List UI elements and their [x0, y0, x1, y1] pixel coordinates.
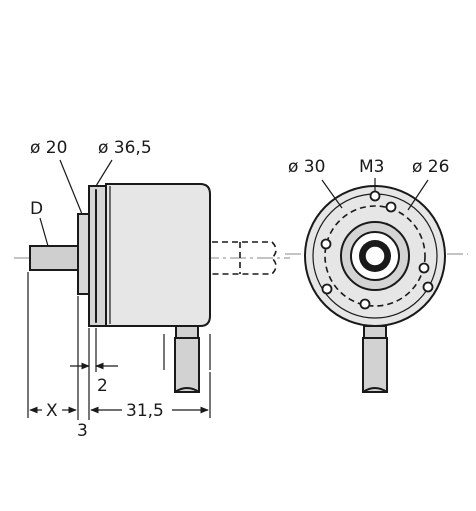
label-dia-30: ø 30	[288, 157, 325, 177]
leader-dia-30	[321, 179, 343, 209]
m3-hole	[321, 283, 333, 295]
shaft	[29, 245, 79, 271]
label-m3: M3	[359, 157, 384, 177]
label-dim-3: 3	[77, 421, 88, 441]
side-view: ø 20 ø 36,5 D 2 X 3 31,5	[14, 138, 290, 441]
leader-dia-36-5	[95, 159, 113, 187]
label-dim-x: X	[46, 401, 58, 421]
front-shaft-end	[364, 245, 386, 267]
encoder-housing	[105, 183, 211, 327]
mounting-flange	[88, 185, 107, 327]
label-dia-20: ø 20	[30, 138, 67, 158]
leader-d	[39, 217, 49, 247]
cable	[174, 337, 200, 393]
shaft-collar	[77, 213, 90, 295]
leader-dia-20	[59, 159, 83, 215]
optional-rear-connector	[212, 241, 277, 275]
label-dim-2: 2	[97, 376, 108, 396]
m3-hole	[320, 238, 332, 250]
m3-hole	[369, 190, 381, 202]
m3-hole	[422, 281, 434, 293]
label-dim-31-5: 31,5	[126, 401, 164, 421]
front-cable	[362, 337, 388, 393]
m3-hole	[359, 298, 371, 310]
label-dia-36-5: ø 36,5	[98, 138, 152, 158]
label-dia-26: ø 26	[412, 157, 449, 177]
front-view: ø 30 M3 ø 26	[285, 157, 468, 393]
bolt-circle-30	[324, 205, 426, 307]
m3-hole	[385, 201, 397, 213]
cable-gland	[175, 325, 199, 339]
front-cable-break	[362, 387, 388, 393]
m3-hole	[418, 262, 430, 274]
label-d: D	[30, 199, 43, 219]
cable-break	[174, 387, 200, 393]
leader-dia-26	[407, 179, 429, 211]
front-cable-gland	[363, 325, 387, 339]
